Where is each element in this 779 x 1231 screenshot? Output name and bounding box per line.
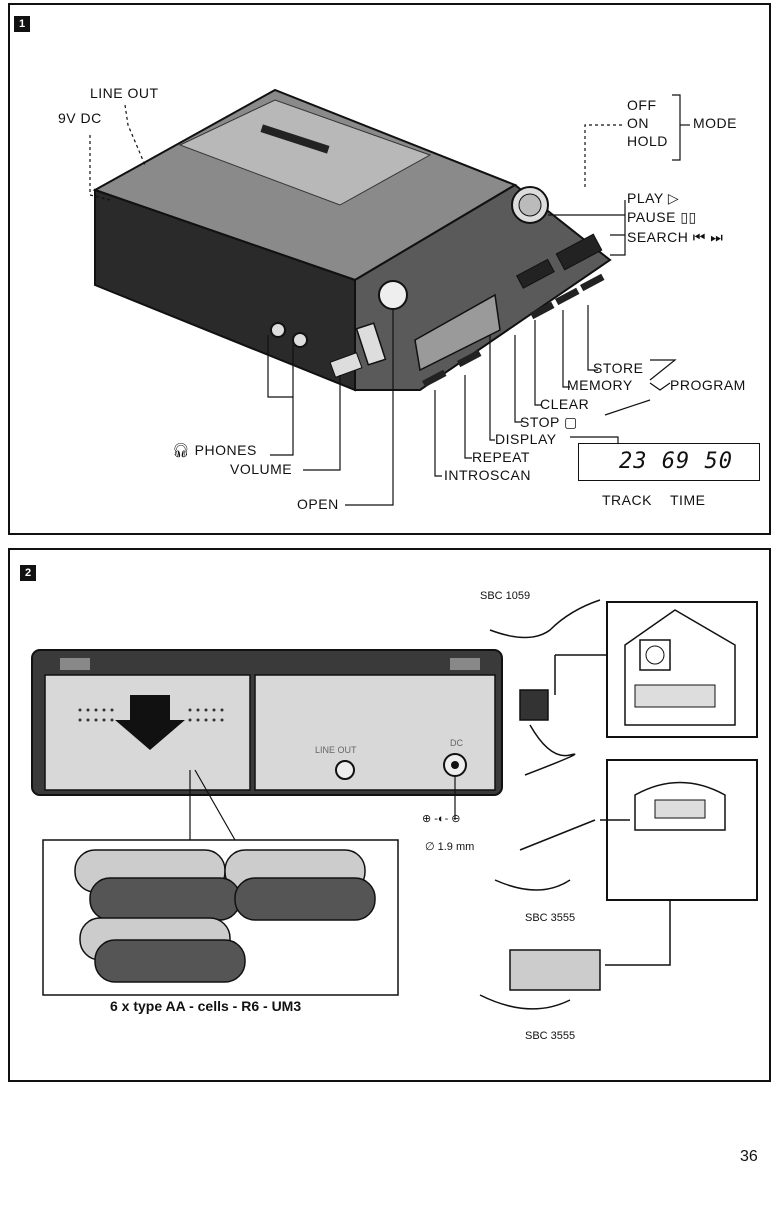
figure-1-panel: 1 bbox=[8, 3, 771, 535]
label-phones-text: PHONES bbox=[194, 442, 257, 458]
label-sbc-3555-car: SBC 3555 bbox=[525, 912, 576, 924]
label-jack-size: ∅ 1.9 mm bbox=[425, 841, 475, 853]
label-memory: MEMORY bbox=[567, 377, 633, 393]
connections-illustration bbox=[31, 599, 758, 1010]
headphones-icon: 🎧︎ bbox=[172, 442, 191, 458]
label-sbc-1059: SBC 1059 bbox=[480, 590, 531, 602]
label-9v-dc: 9V DC bbox=[58, 110, 102, 126]
lcd-display: 23 69 50 bbox=[578, 443, 760, 481]
label-clear: CLEAR bbox=[540, 396, 590, 412]
label-track: TRACK bbox=[602, 492, 652, 508]
figure-1-badge: 1 bbox=[14, 16, 30, 32]
label-time: TIME bbox=[670, 492, 706, 508]
label-open: OPEN bbox=[297, 496, 339, 512]
label-program: PROGRAM bbox=[670, 377, 746, 393]
label-on: ON bbox=[627, 115, 649, 131]
label-line-out-port: LINE OUT bbox=[315, 745, 357, 755]
label-stop: STOP ▢ bbox=[520, 414, 578, 430]
label-store: STORE bbox=[593, 360, 644, 376]
label-display: DISPLAY bbox=[495, 431, 557, 447]
label-repeat: REPEAT bbox=[472, 449, 530, 465]
cd-player-illustration bbox=[89, 88, 690, 506]
label-off: OFF bbox=[627, 97, 657, 113]
label-hold: HOLD bbox=[627, 133, 668, 149]
label-play: PLAY ▷ bbox=[627, 190, 680, 206]
figure-2-panel: 2 bbox=[8, 548, 771, 1082]
figure-2-badge: 2 bbox=[20, 565, 36, 581]
label-line-out: LINE OUT bbox=[90, 85, 159, 101]
label-polarity: ⊕ -◐- ⊖ bbox=[422, 813, 461, 825]
label-volume: VOLUME bbox=[230, 461, 293, 477]
page-number: 36 bbox=[740, 1148, 758, 1165]
battery-caption: 6 x type AA - cells - R6 - UM3 bbox=[110, 998, 302, 1014]
label-mode: MODE bbox=[693, 115, 737, 131]
label-introscan: INTROSCAN bbox=[444, 467, 531, 483]
label-pause: PAUSE ▯▯ bbox=[627, 209, 697, 225]
label-phones: 🎧︎ PHONES bbox=[172, 442, 257, 459]
label-sbc-3555-cassette: SBC 3555 bbox=[525, 1030, 576, 1042]
label-search: SEARCH ⏮ ⏭ bbox=[627, 229, 724, 245]
label-dc-port: DC bbox=[450, 738, 463, 748]
lcd-readout: 23 69 50 bbox=[619, 449, 733, 474]
